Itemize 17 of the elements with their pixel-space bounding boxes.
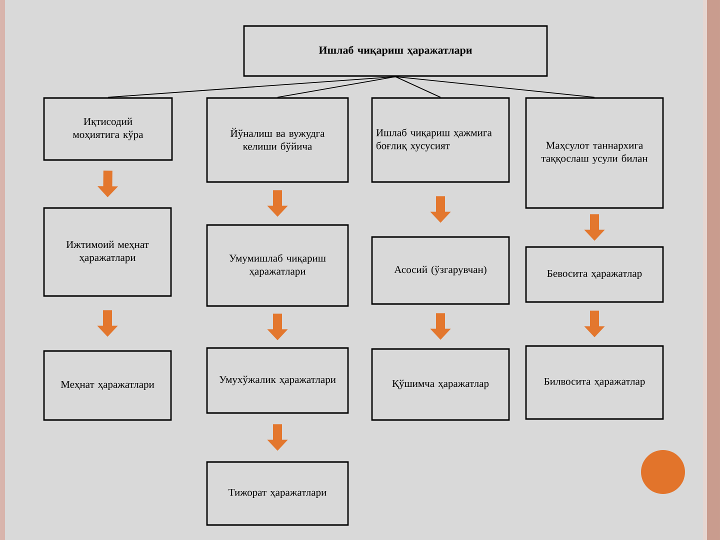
- cost-type-box: Меҳнат ҳаражатлари: [43, 350, 172, 421]
- cost-type-box: Умумишлаб чиқариш ҳаражатлари: [206, 224, 349, 307]
- connector-line: [395, 76, 595, 98]
- cost-type-box: Қўшимча ҳаражатлар: [371, 348, 510, 421]
- category-box: Йўналиш ва вужудга келиши бўйича: [206, 97, 349, 183]
- cost-type-box: Тижорат ҳаражатлари: [206, 461, 349, 526]
- category-box: Ишлаб чиқариш ҳажмига боғлиқ хусусият: [371, 97, 510, 183]
- cost-type-box: Бевосита ҳаражатлар: [525, 246, 664, 303]
- category-box: Иқтисодий моҳиятига кўра: [43, 97, 173, 161]
- cost-type-box: Умухўжалик ҳаражатлари: [206, 347, 349, 414]
- heading-box: Ишлаб чиқариш ҳаражатлари: [243, 25, 548, 77]
- category-box: Маҳсулот таннархига таққослаш усули билан: [525, 97, 664, 209]
- cost-type-box: Ижтимоий меҳнат ҳаражатлари: [43, 207, 172, 297]
- cost-type-box: Асосий (ўзгарувчан): [371, 236, 510, 305]
- cost-type-box: Билвосита ҳаражатлар: [525, 345, 664, 420]
- connector-line: [395, 76, 441, 98]
- connector-line: [277, 76, 396, 98]
